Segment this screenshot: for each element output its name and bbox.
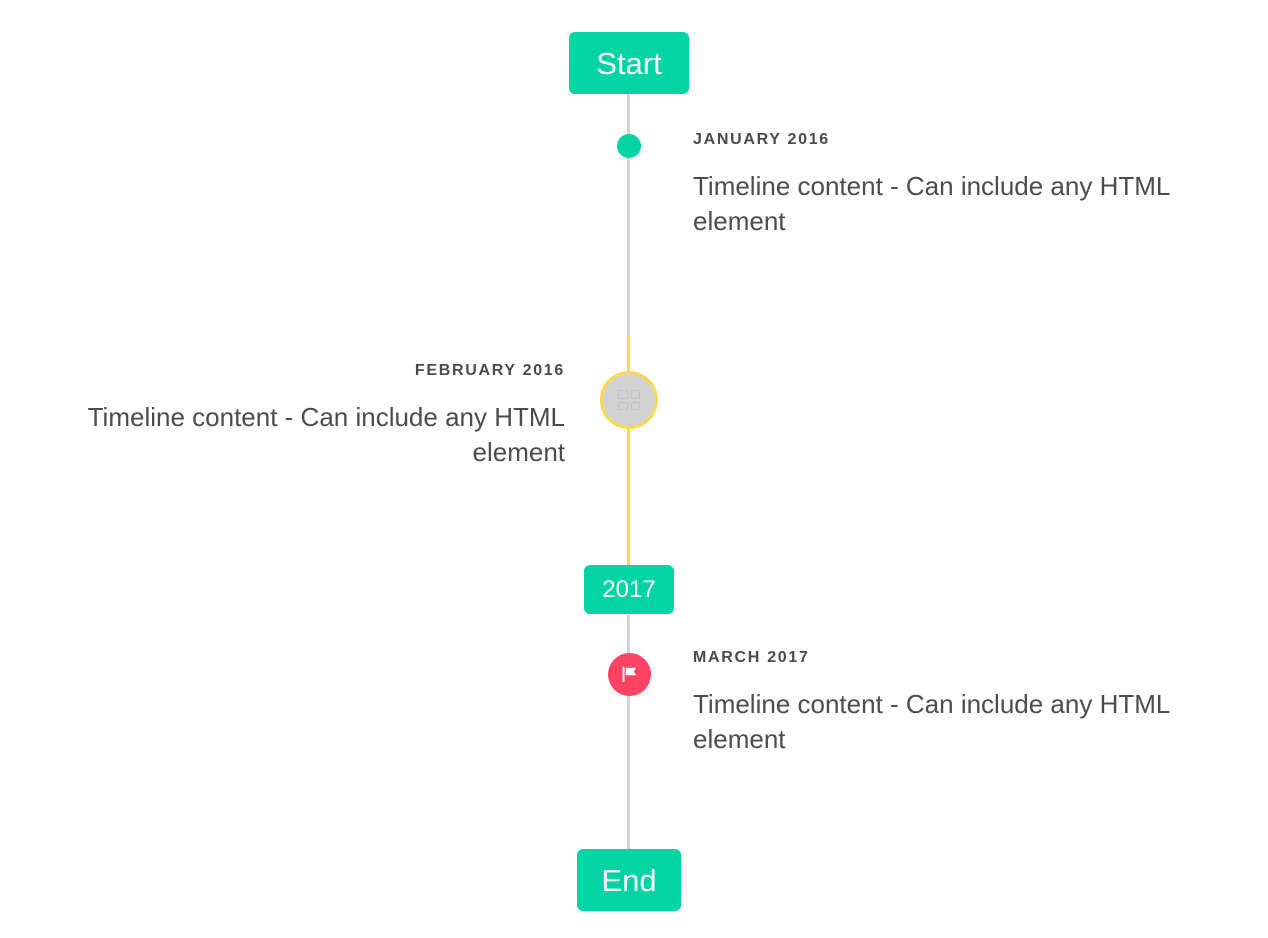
timeline-entry-title: MARCH 2017 (693, 649, 810, 666)
timeline-marker-placeholder-february[interactable] (600, 371, 658, 429)
timeline-line-segment-bottom (627, 615, 630, 855)
timeline-entry-title: FEBRUARY 2016 (414, 362, 565, 379)
timeline-year-badge[interactable]: 2017 (584, 565, 674, 614)
timeline-entry-title: JANUARY 2016 (693, 131, 830, 148)
timeline-entry-body: Timeline content - Can include any HTML … (87, 401, 565, 468)
flag-icon (622, 666, 636, 682)
timeline-marker-dot-january[interactable] (617, 134, 641, 158)
timeline-entry-january-2016: JANUARY 2016 Timeline content - Can incl… (693, 131, 1233, 240)
timeline-end-label: End (601, 862, 657, 898)
timeline-year-label: 2017 (602, 575, 656, 603)
missing-glyph-icon (618, 390, 640, 410)
timeline-start-badge[interactable]: Start (569, 32, 689, 94)
timeline-line-segment-highlighted (627, 336, 630, 566)
timeline-start-label: Start (596, 45, 662, 81)
timeline-entry-march-2017: MARCH 2017 Timeline content - Can includ… (693, 649, 1233, 758)
timeline-entry-body: Timeline content - Can include any HTML … (693, 170, 1170, 237)
timeline-end-badge[interactable]: End (577, 849, 681, 911)
timeline-marker-flag-march[interactable] (608, 653, 651, 696)
timeline-entry-february-2016: FEBRUARY 2016 Timeline content - Can inc… (25, 362, 565, 471)
timeline-line-segment-top (627, 90, 630, 336)
timeline-entry-body: Timeline content - Can include any HTML … (693, 688, 1170, 755)
